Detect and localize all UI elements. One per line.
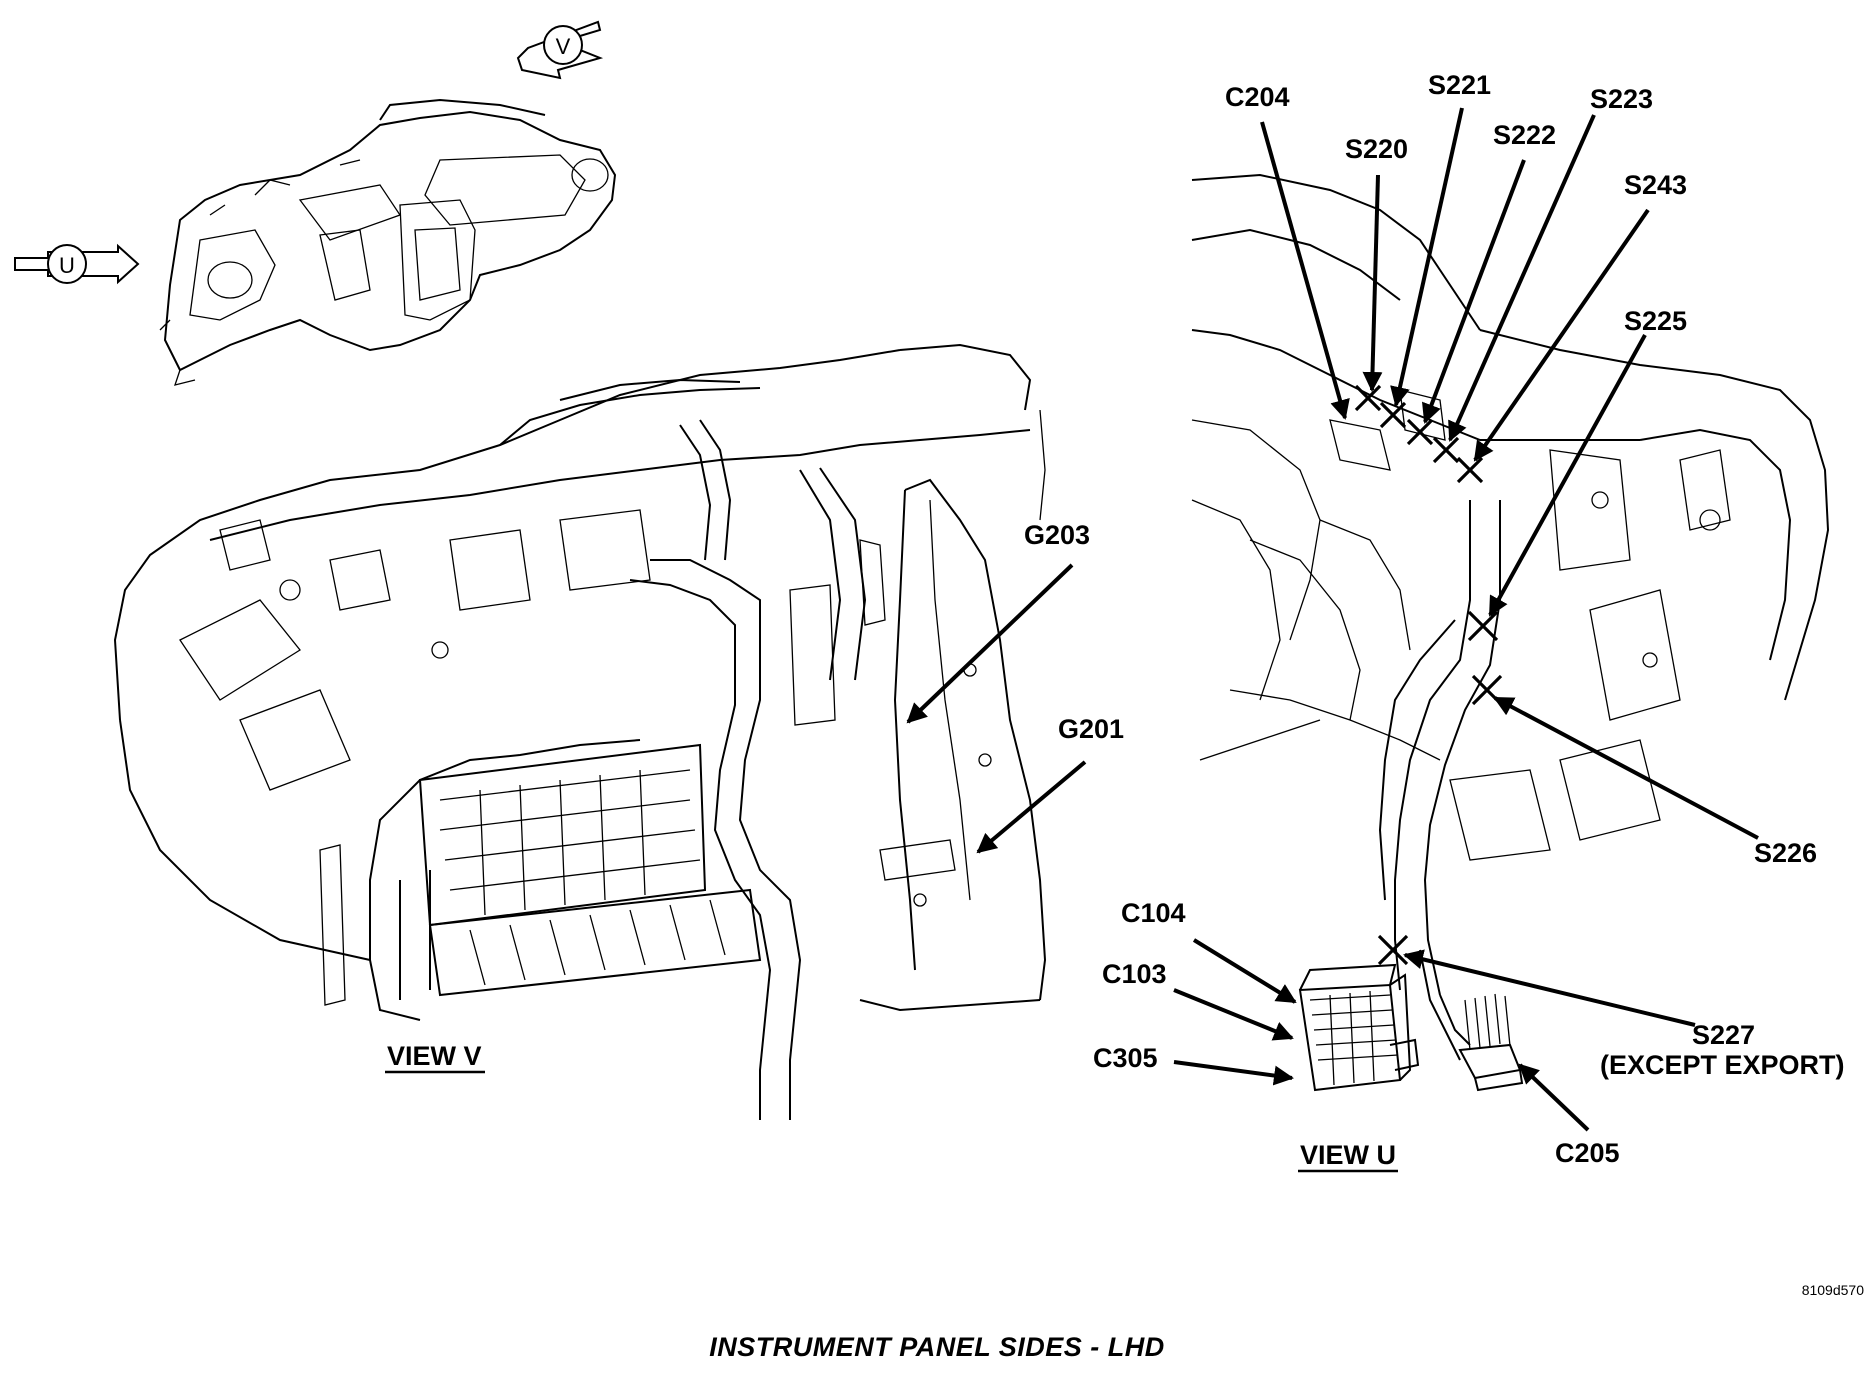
- view-u-title: VIEW U: [1300, 1140, 1396, 1170]
- overview-panel-drawing: [159, 98, 617, 386]
- label-c205: C205: [1555, 1138, 1620, 1168]
- figure-caption: INSTRUMENT PANEL SIDES - LHD: [709, 1332, 1165, 1362]
- view-v-title: VIEW V: [387, 1041, 482, 1071]
- label-g203: G203: [1024, 520, 1090, 550]
- label-s220: S220: [1345, 134, 1408, 164]
- view-u-marker: U: [14, 243, 140, 285]
- label-c204: C204: [1225, 82, 1290, 112]
- view-v-marker-label: V: [556, 34, 571, 59]
- label-s226: S226: [1754, 838, 1817, 868]
- label-s221: S221: [1428, 70, 1491, 100]
- view-v-drawing: [113, 343, 1047, 1120]
- label-c104: C104: [1121, 898, 1186, 928]
- reference-code: 8109d570: [1802, 1282, 1865, 1298]
- label-s227-note: (EXCEPT EXPORT): [1600, 1050, 1845, 1080]
- label-c305: C305: [1093, 1043, 1158, 1073]
- leader-lines: [906, 107, 1759, 1132]
- view-u-drawing: [1191, 173, 1830, 1092]
- label-s227: S227: [1692, 1020, 1755, 1050]
- label-s222: S222: [1493, 120, 1556, 150]
- label-c103: C103: [1102, 959, 1167, 989]
- label-s225: S225: [1624, 306, 1687, 336]
- splice-marks: [1354, 384, 1503, 966]
- label-s243: S243: [1624, 170, 1687, 200]
- view-u-marker-label: U: [59, 253, 75, 278]
- label-s223: S223: [1590, 84, 1653, 114]
- view-v-marker: V: [516, 20, 604, 80]
- label-g201: G201: [1058, 714, 1124, 744]
